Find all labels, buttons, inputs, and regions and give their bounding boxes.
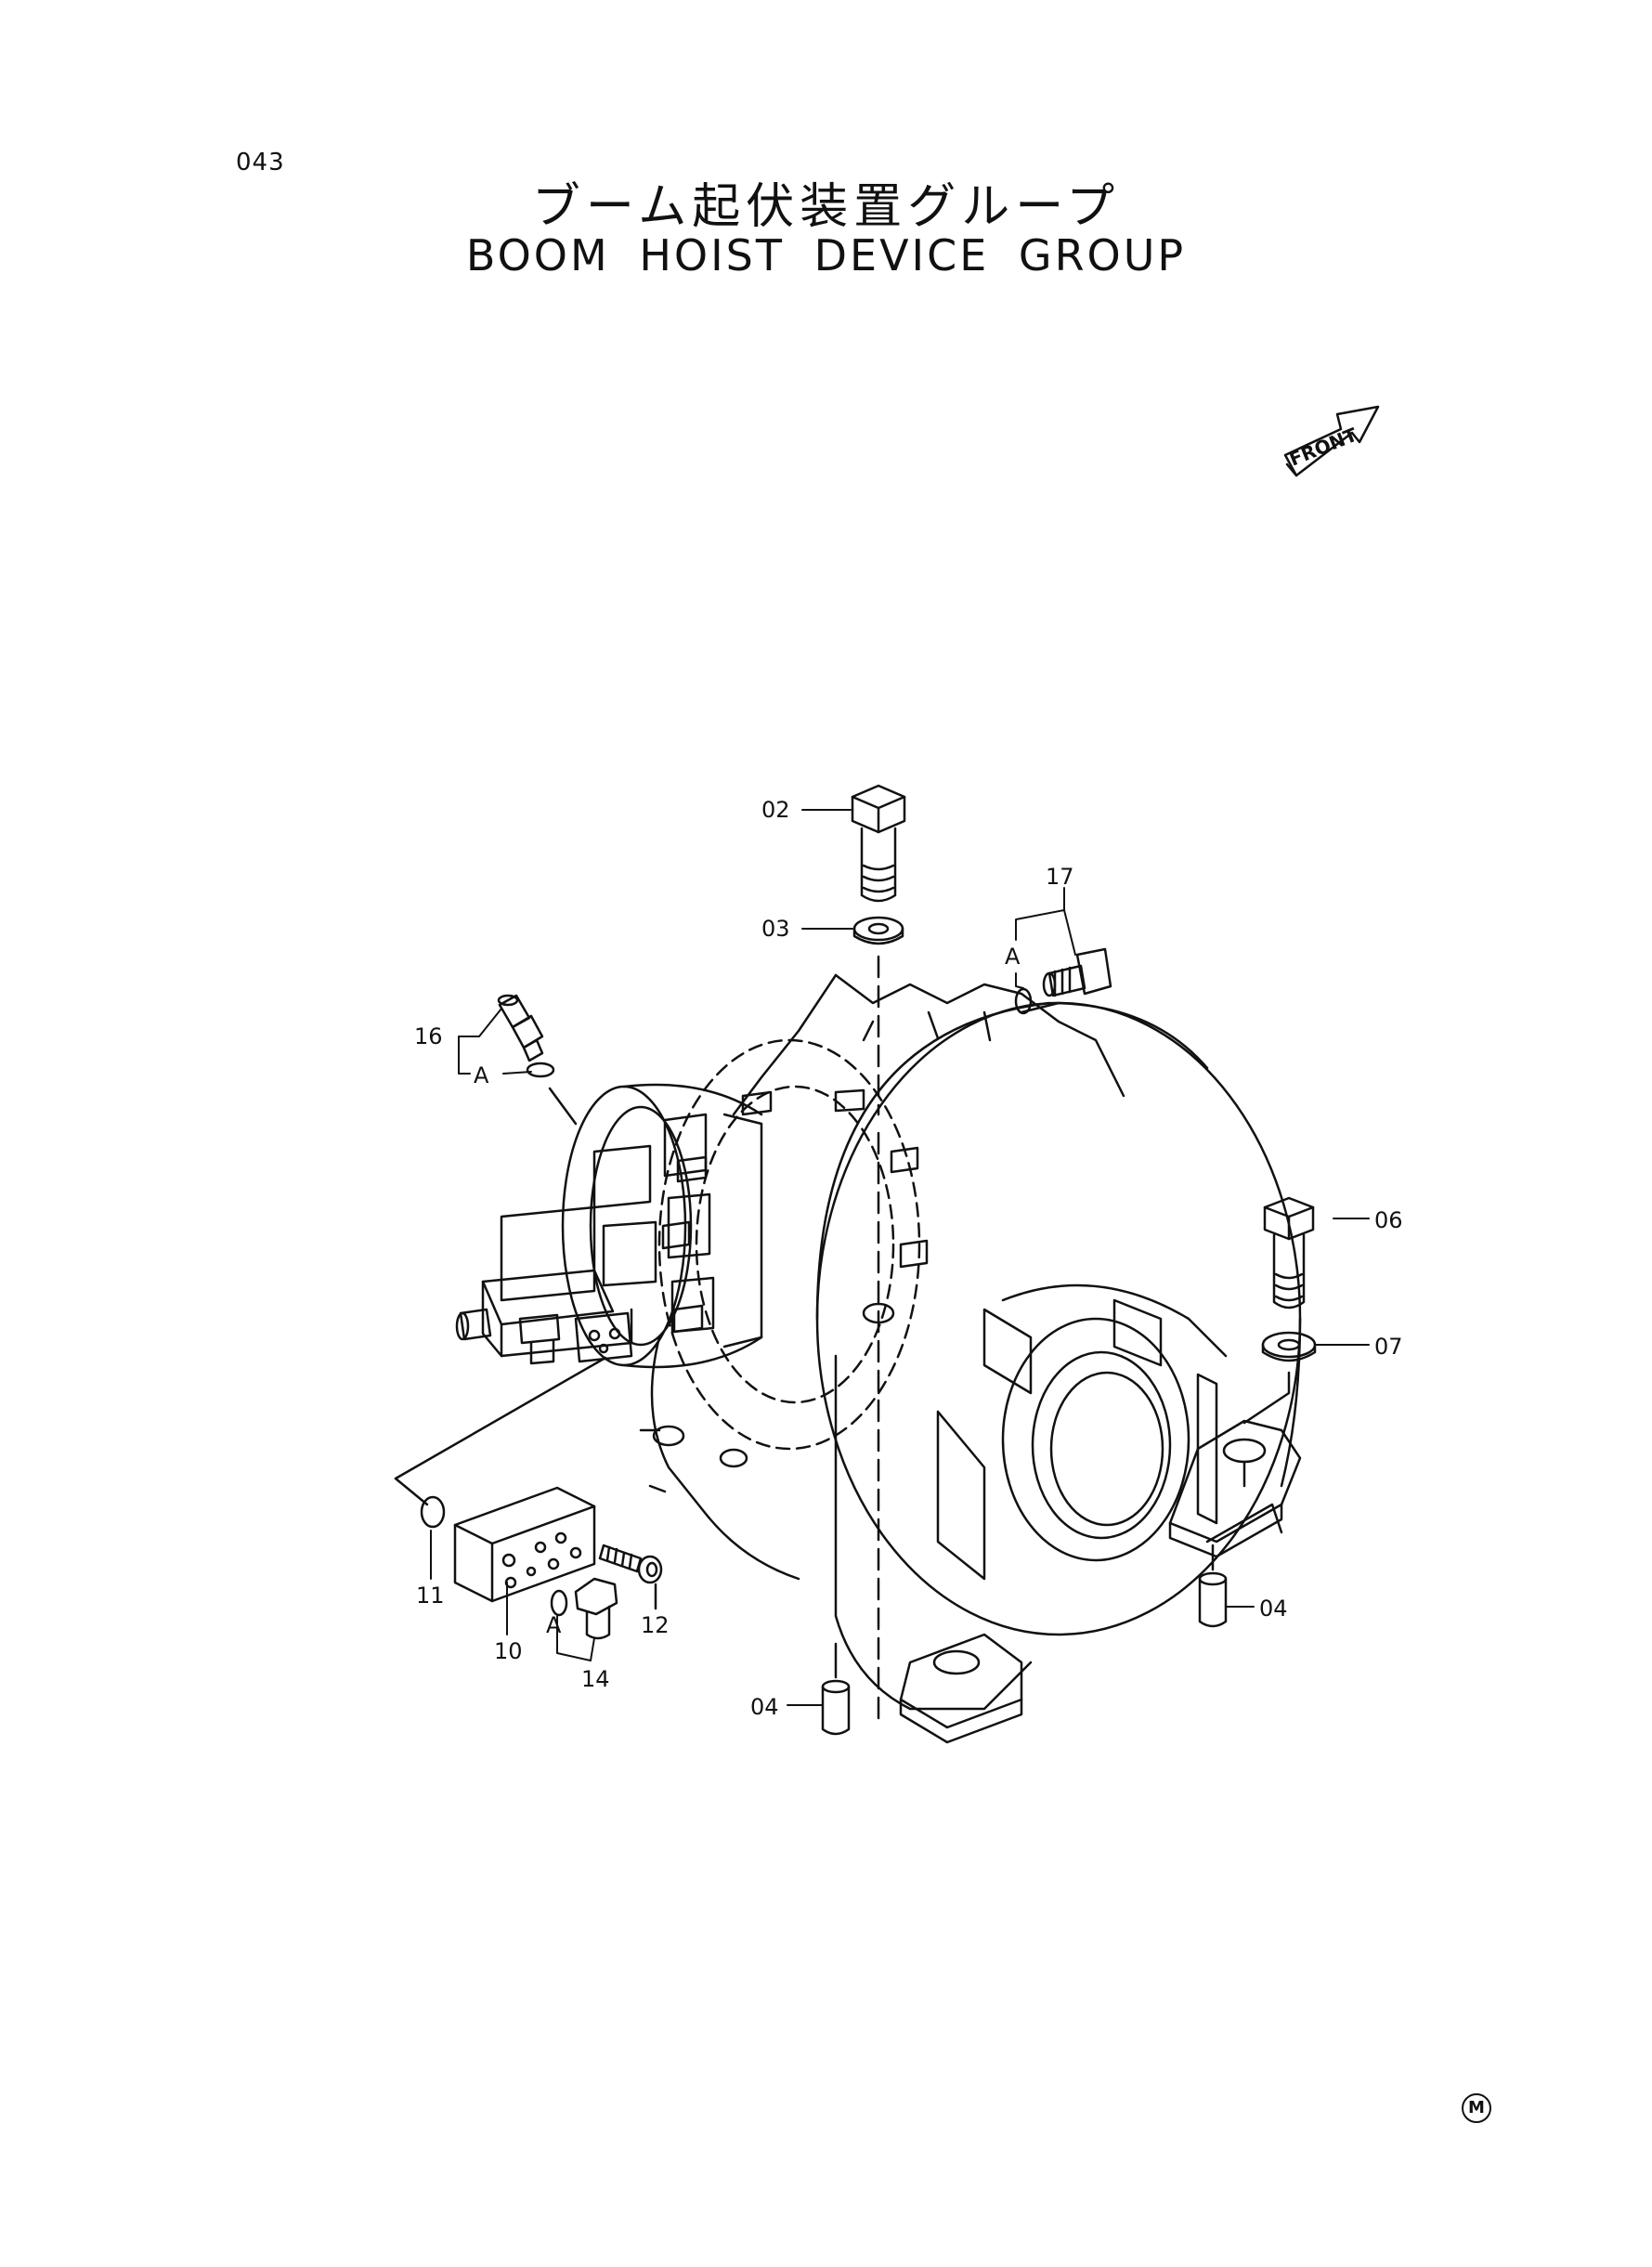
hydraulic-motor [455,1083,763,1369]
plug-04-bottom [821,1642,851,1736]
front-arrow-icon: FRONT [1283,405,1380,477]
callout-a-bottom: A [546,1612,562,1638]
base-foot-right [1168,1419,1302,1558]
elbow-fitting-17 [1042,947,1112,997]
callout-10: 10 [494,1638,523,1664]
o-ring-16 [526,1062,555,1078]
main-drum-disk [815,1001,1302,1711]
washer-07 [1261,1331,1317,1362]
valve-block-10 [453,1486,596,1603]
callout-a-top: A [1005,944,1021,970]
callout-17: 17 [1046,864,1074,890]
callout-04-bottom: 04 [750,1694,779,1720]
page-number: 043 [236,149,285,176]
o-ring-14 [550,1589,568,1617]
bearing-hub [936,1283,1283,1581]
callout-12: 12 [641,1612,670,1638]
callout-leaders [430,809,1370,1706]
leader-16 [548,1087,578,1126]
fitting-16 [497,994,544,1062]
callout-02: 02 [761,797,790,823]
callout-labels: 02 03 17 A 16 A 06 07 04 04 11 10 A 12 1… [414,797,1403,1720]
washer-03 [852,916,904,945]
plug-14 [574,1577,618,1640]
callout-06: 06 [1374,1207,1403,1233]
callout-16: 16 [414,1023,443,1049]
title-japanese: ブーム起伏装置グループ [531,179,1121,235]
callout-03: 03 [761,916,790,942]
circled-m-mark: M [1462,2093,1491,2123]
o-ring-11 [420,1495,446,1529]
leader-11 [394,1477,429,1506]
callout-a-left: A [474,1062,489,1088]
base-foot-left [899,1633,1023,1744]
leader-07 [1242,1371,1291,1425]
callout-14: 14 [581,1666,610,1692]
bolt-06 [1263,1196,1315,1309]
title-english: BOOM HOIST DEVICE GROUP [465,230,1187,280]
callout-11: 11 [416,1583,445,1609]
bolt-12 [598,1544,663,1584]
plug-04-right [1198,1544,1228,1628]
callout-07: 07 [1374,1334,1403,1360]
reduction-gear-housing [639,973,1125,1581]
front-label: FRONT [1286,423,1360,471]
bolt-02 [851,784,906,903]
callout-04-right: 04 [1259,1596,1288,1622]
leader-10 [394,1356,607,1480]
